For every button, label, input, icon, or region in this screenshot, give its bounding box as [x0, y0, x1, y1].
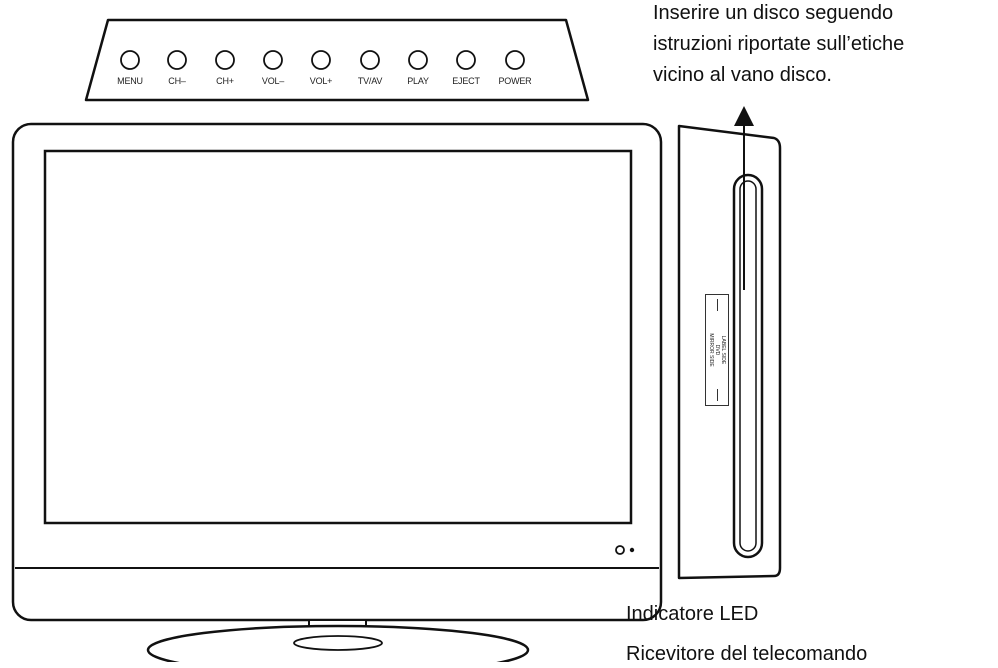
eject-button[interactable]: [456, 50, 476, 70]
ch-plus-button[interactable]: [215, 50, 235, 70]
led-indicator-label: Indicatore LED: [626, 603, 759, 625]
insert-disc-instruction-line1: Inserire un disco seguendo: [653, 2, 894, 24]
tv-av-label: TV/AV: [357, 76, 383, 86]
led-indicator-icon: [629, 547, 635, 553]
disc-label-line1: LABEL SIDE: [720, 335, 726, 365]
menu-button[interactable]: [120, 50, 140, 70]
control-panel: [84, 18, 590, 102]
control-buttons: [120, 50, 525, 70]
play-label: PLAY: [407, 76, 429, 86]
disc-orientation-label: LABEL SIDE DVD MIRROR SIDE: [705, 294, 729, 406]
power-button[interactable]: [505, 50, 525, 70]
vol-plus-button[interactable]: [311, 50, 331, 70]
eject-label: EJECT: [452, 76, 480, 86]
disc-label-rule-top: [717, 299, 718, 311]
ch-plus-label: CH+: [216, 76, 234, 86]
disc-label-line3: MIRROR SIDE: [708, 333, 714, 367]
tv-av-button[interactable]: [360, 50, 380, 70]
vol-plus-label: VOL+: [309, 76, 333, 86]
insert-disc-instruction-line2: istruzioni riportate sull’etiche: [653, 33, 905, 55]
tv-screen: [43, 149, 633, 525]
vol-minus-button[interactable]: [263, 50, 283, 70]
play-button[interactable]: [408, 50, 428, 70]
insert-disc-instruction-line3: vicino al vano disco.: [653, 64, 832, 86]
ch-minus-label: CH–: [168, 76, 186, 86]
ch-minus-button[interactable]: [167, 50, 187, 70]
vol-minus-label: VOL–: [261, 76, 285, 86]
stand-base-inner: [293, 635, 383, 651]
disc-label-rule-bottom: [717, 389, 718, 401]
remote-receiver-label: Ricevitore del telecomando: [626, 643, 868, 665]
tv-side-view: [677, 124, 782, 580]
power-label: POWER: [498, 76, 532, 86]
remote-receiver-icon: [615, 545, 625, 555]
disc-slot-inner: [739, 180, 757, 552]
menu-label: MENU: [117, 76, 143, 86]
disc-label-text: LABEL SIDE DVD MIRROR SIDE: [708, 333, 726, 366]
